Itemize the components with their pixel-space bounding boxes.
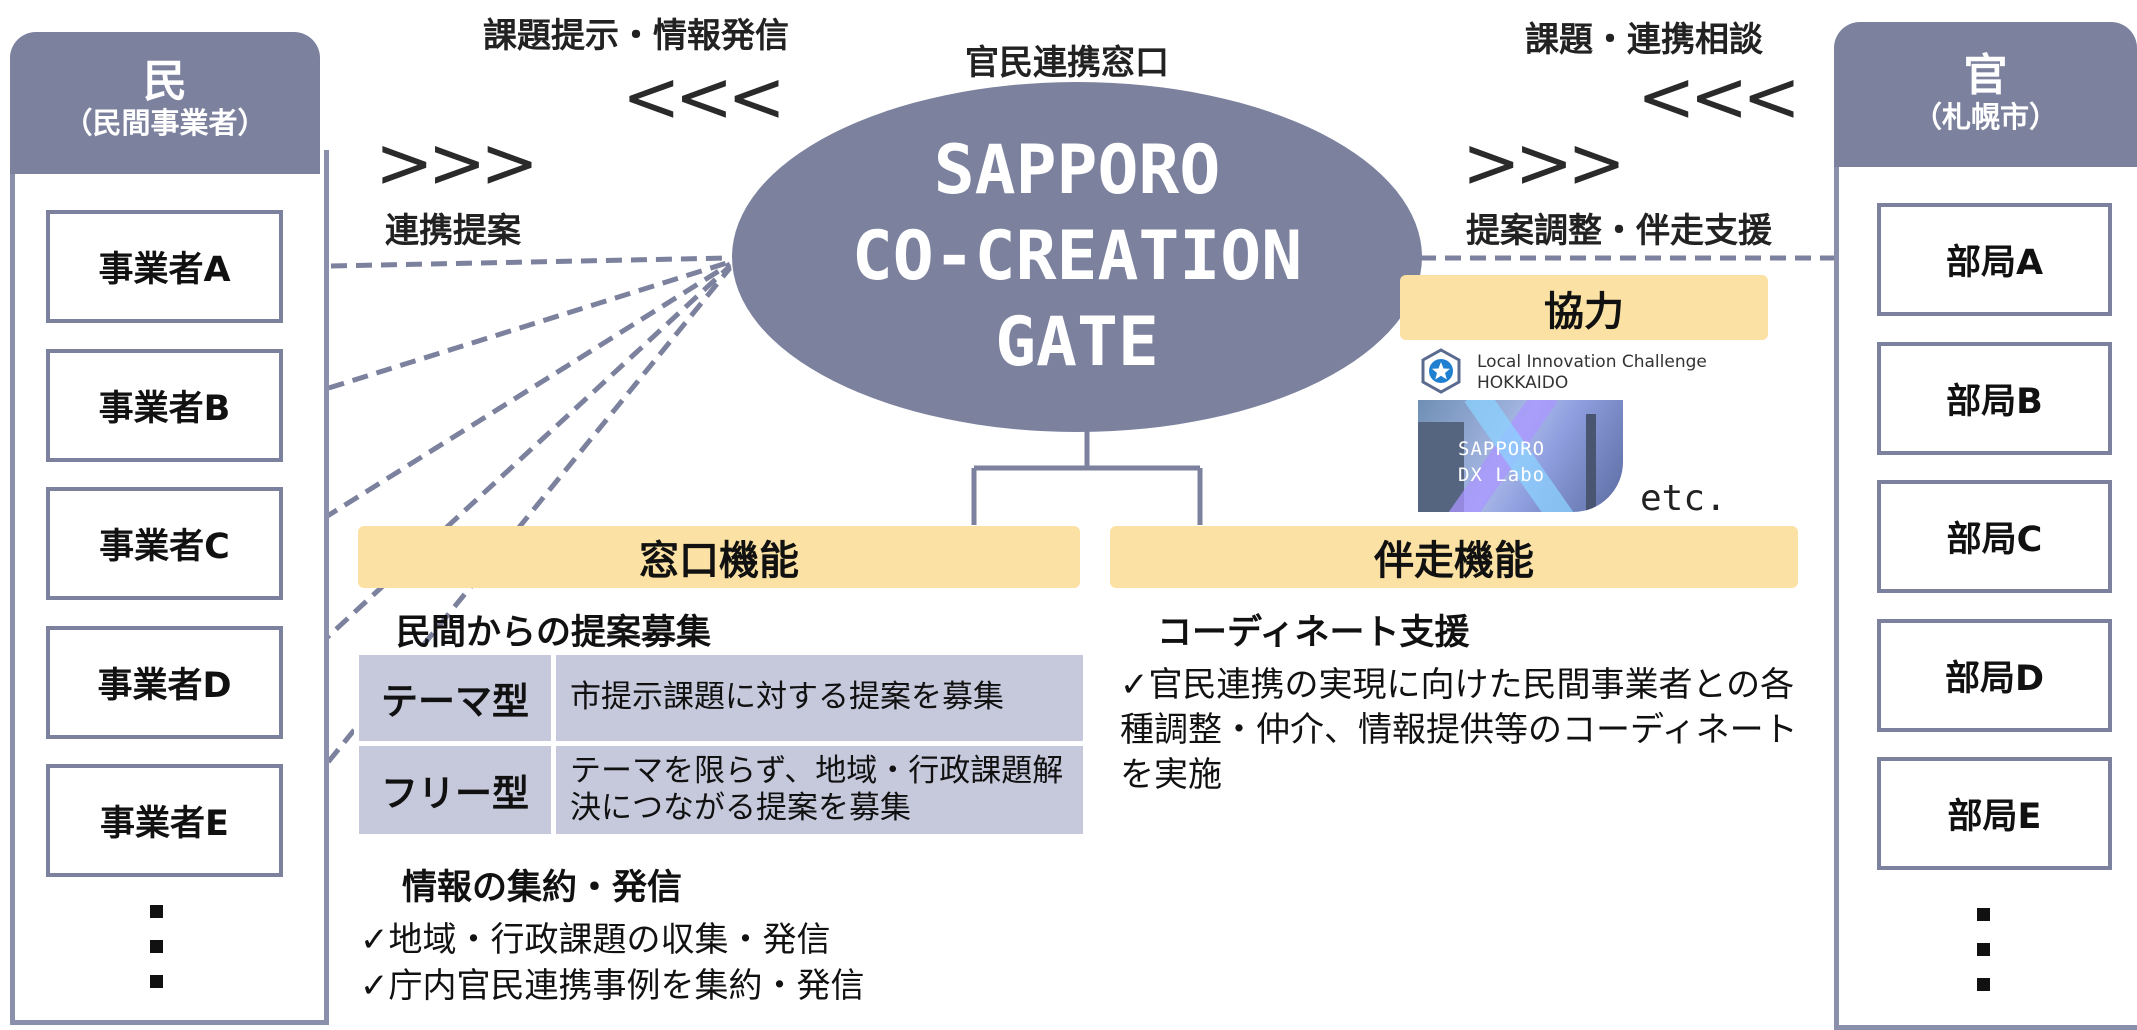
- department-b: 部局B: [1877, 342, 2112, 455]
- chevrons-right-pointing-right: >>>: [1462, 122, 1626, 204]
- info-item-2: ✓庁内官民連携事例を集約・発信: [360, 966, 865, 1006]
- business-a: 事業者A: [46, 210, 283, 323]
- issue-info-caption: 課題提示・情報発信: [483, 16, 789, 56]
- sapporo-dx-labo-logo: SAPPORO DX Labo: [1418, 400, 1623, 512]
- public-title: 官: [1963, 50, 2008, 101]
- proposal-type-table: テーマ型 市提示課題に対する提案を募集 フリー型 テーマを限らず、地域・行政課題…: [354, 650, 1088, 839]
- info-title: 情報の集約・発信: [402, 868, 683, 908]
- more-dots-left: [150, 905, 164, 1010]
- private-header: 民 （民間事業者）: [10, 32, 320, 174]
- business-c: 事業者C: [46, 487, 283, 600]
- private-subtitle: （民間事業者）: [63, 106, 267, 141]
- co-creation-gate: SAPPORO CO-CREATION GATE: [732, 82, 1422, 432]
- consult-caption: 課題・連携相談: [1525, 20, 1763, 60]
- lic-line-2: HOKKAIDO: [1477, 373, 1569, 393]
- recruit-title: 民間からの提案募集: [396, 613, 712, 653]
- business-b: 事業者B: [46, 349, 283, 462]
- chevrons-left-pointing-right: <<<: [1637, 56, 1801, 138]
- theme-type-label: テーマ型: [359, 655, 551, 741]
- free-type-desc: テーマを限らず、地域・行政課題解決につながる提案を募集: [556, 746, 1083, 834]
- gate-caption: 官民連携窓口: [965, 43, 1169, 83]
- gate-line-1: SAPPORO: [933, 131, 1221, 211]
- proposal-caption: 連携提案: [385, 211, 521, 251]
- public-subtitle: （札幌市）: [1912, 100, 2058, 135]
- support-caption: 提案調整・伴走支援: [1466, 211, 1772, 251]
- cooperation-band: 協力: [1400, 275, 1768, 340]
- chevrons-left-pointing: <<<: [622, 56, 786, 138]
- gate-line-3: GATE: [995, 302, 1159, 382]
- coordinate-body: ✓官民連携の実現に向けた民間事業者との各種調整・仲介、情報提供等のコーディネート…: [1120, 665, 1798, 796]
- labo-line-1: SAPPORO: [1458, 438, 1546, 460]
- chevrons-right-pointing: >>>: [375, 122, 539, 204]
- gate-line-2: CO-CREATION: [851, 217, 1303, 297]
- table-row: フリー型 テーマを限らず、地域・行政課題解決につながる提案を募集: [359, 746, 1083, 834]
- info-item-1: ✓地域・行政課題の収集・発信: [360, 920, 831, 960]
- labo-line-2: DX Labo: [1458, 464, 1546, 486]
- private-title: 民: [143, 56, 187, 107]
- lic-hokkaido-logo-icon: [1421, 348, 1461, 394]
- lic-line-1: Local Innovation Challenge: [1477, 352, 1707, 372]
- department-c: 部局C: [1877, 480, 2112, 593]
- coordinate-title: コーディネート支援: [1157, 613, 1470, 653]
- etc-label: etc.: [1640, 478, 1727, 519]
- department-e: 部局E: [1877, 757, 2112, 870]
- business-d: 事業者D: [46, 626, 283, 739]
- window-function-band: 窓口機能: [358, 526, 1080, 588]
- accompany-function-band: 伴走機能: [1110, 526, 1798, 588]
- department-a: 部局A: [1877, 203, 2112, 316]
- public-header: 官 （札幌市）: [1834, 22, 2137, 167]
- free-type-label: フリー型: [359, 746, 551, 834]
- theme-type-desc: 市提示課題に対する提案を募集: [556, 655, 1083, 741]
- department-d: 部局D: [1877, 619, 2112, 732]
- business-e: 事業者E: [46, 764, 283, 877]
- table-row: テーマ型 市提示課題に対する提案を募集: [359, 655, 1083, 741]
- more-dots-right: [1977, 908, 1991, 1013]
